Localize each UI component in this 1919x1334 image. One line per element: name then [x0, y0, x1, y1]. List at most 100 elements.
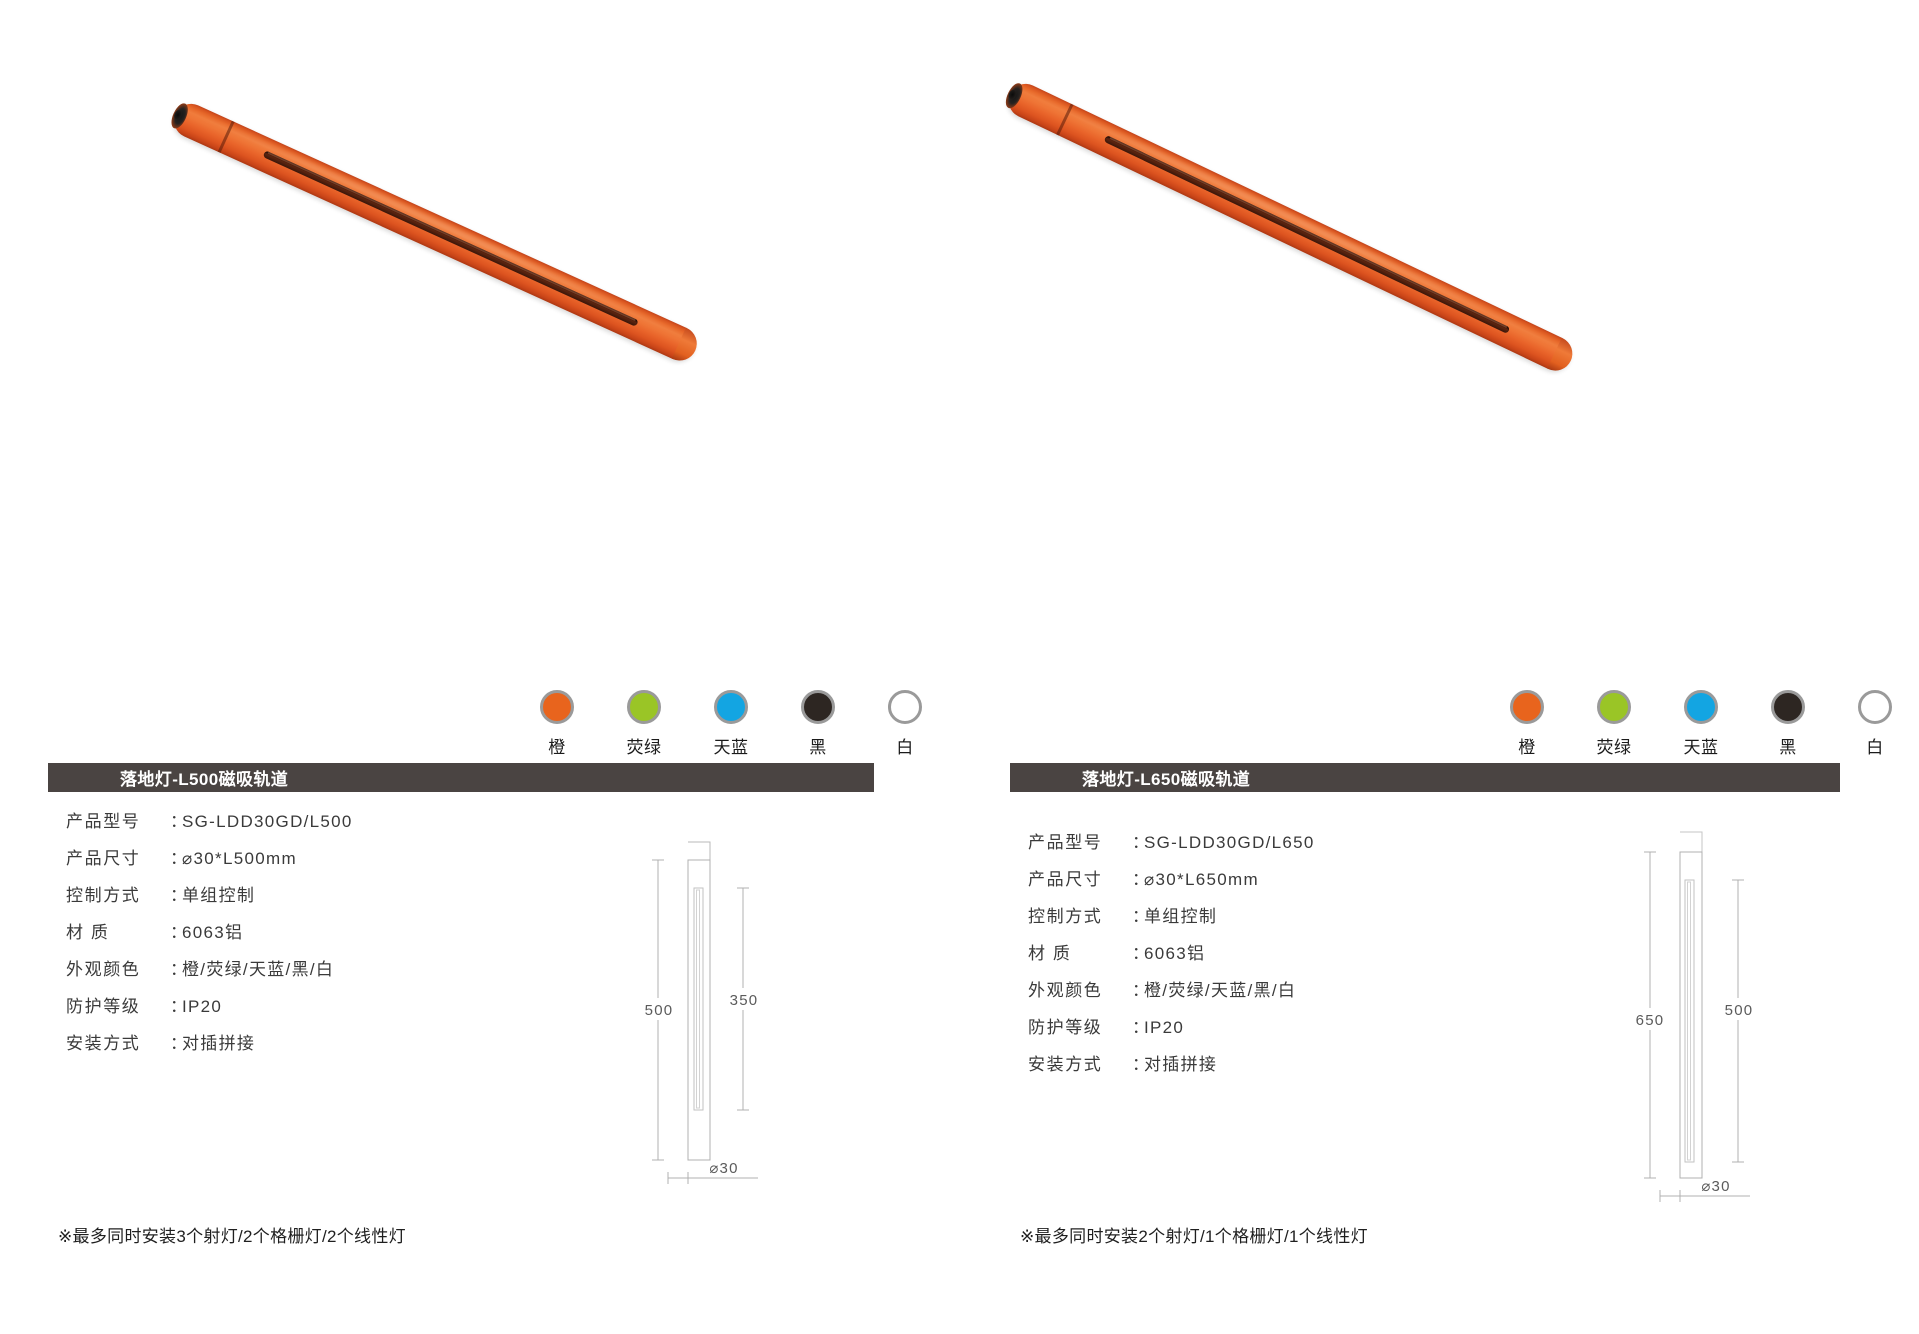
swatch-label-black: 黑: [1779, 738, 1797, 757]
spec-value-model: SG-LDD30GD/L650: [1144, 833, 1315, 852]
spec-key-color: 外观颜色: [1028, 981, 1103, 1000]
spec-key-color: 外观颜色: [66, 960, 141, 979]
technical-drawing-l650: 650 500 ⌀30: [1620, 830, 1830, 1210]
spec-row-ip: 防护等级 ： IP20: [1028, 1013, 1315, 1038]
spec-row-install: 安装方式 ： 对插拼接: [66, 1029, 353, 1054]
dim-slot-length-l650: 500: [1725, 1002, 1754, 1019]
swatch-dot-white: [1858, 690, 1892, 724]
spec-row-material: 材 质 ： 6063铝: [66, 918, 353, 943]
swatch-dot-skyblue: [1684, 690, 1718, 724]
spec-key-ip: 防护等级: [66, 997, 141, 1016]
swatch-dot-black: [801, 690, 835, 724]
spec-key-size: 产品尺寸: [1028, 870, 1103, 889]
tube-base-bore: [1007, 88, 1018, 101]
swatch-label-lime: 荧绿: [626, 738, 662, 757]
spec-key-model: 产品型号: [1028, 833, 1103, 852]
spec-key-material: 材 质: [1028, 944, 1072, 963]
dim-diameter-l500: ⌀30: [709, 1160, 738, 1177]
swatch-dot-orange: [540, 690, 574, 724]
spec-value-material: 6063铝: [1144, 944, 1206, 963]
spec-colon: ：: [1132, 1055, 1149, 1074]
spec-value-model: SG-LDD30GD/L500: [182, 812, 353, 831]
swatch-orange[interactable]: 橙: [530, 690, 584, 758]
panel-l650: 橙 荧绿 天蓝 黑 白 落地灯-L650磁吸轨道: [960, 0, 1919, 1334]
swatch-orange[interactable]: 橙: [1500, 690, 1554, 758]
spec-row-color: 外观颜色 ： 橙/荧绿/天蓝/黑/白: [1028, 976, 1315, 1001]
spec-colon: ：: [170, 886, 187, 905]
footnote-l500: ※最多同时安装3个射灯/2个格栅灯/2个线性灯: [58, 1227, 406, 1246]
dim-total-length-l650: 650: [1636, 1012, 1665, 1029]
swatch-label-lime: 荧绿: [1596, 738, 1632, 757]
spec-colon: ：: [1132, 833, 1149, 852]
swatch-label-skyblue: 天蓝: [713, 738, 749, 757]
swatch-skyblue[interactable]: 天蓝: [704, 690, 758, 758]
spec-colon: ：: [1132, 907, 1149, 926]
dim-total-length-l500: 500: [645, 1002, 674, 1019]
footnote-l650: ※最多同时安装2个射灯/1个格栅灯/1个线性灯: [1020, 1227, 1368, 1246]
spec-row-size: 产品尺寸 ： ⌀30*L650mm: [1028, 865, 1315, 890]
swatch-skyblue[interactable]: 天蓝: [1674, 690, 1728, 758]
swatch-dot-lime: [627, 690, 661, 724]
spec-colon: ：: [170, 849, 187, 868]
spec-colon: ：: [1132, 1018, 1149, 1037]
spec-key-size: 产品尺寸: [66, 849, 141, 868]
spec-value-install: 对插拼接: [182, 1034, 256, 1053]
spec-list-l650: 产品型号 ： SG-LDD30GD/L650 产品尺寸 ： ⌀30*L650mm…: [1028, 828, 1315, 1087]
tube-base-cap: [1002, 80, 1026, 111]
product-tube-image: [168, 98, 703, 367]
spec-value-ip: IP20: [182, 997, 223, 1016]
spec-value-ip: IP20: [1144, 1018, 1185, 1037]
tube-top-cap: [671, 327, 703, 367]
panel-title-bar-l650: 落地灯-L650磁吸轨道: [1010, 763, 1840, 792]
swatch-label-skyblue: 天蓝: [1683, 738, 1719, 757]
spec-value-size: ⌀30*L500mm: [182, 849, 297, 868]
dim-slot-length-l500: 350: [730, 992, 759, 1009]
swatch-dot-skyblue: [714, 690, 748, 724]
spec-row-ip: 防护等级 ： IP20: [66, 992, 353, 1017]
spec-colon: ：: [170, 997, 187, 1016]
tube-highlight: [188, 107, 690, 340]
spec-list-l500: 产品型号 ： SG-LDD30GD/L500 产品尺寸 ： ⌀30*L500mm…: [66, 807, 353, 1066]
swatch-dot-white: [888, 690, 922, 724]
spec-colon: ：: [1132, 981, 1149, 1000]
panel-l500: 橙 荧绿 天蓝 黑 白 落地灯-L500磁吸轨道: [48, 98, 932, 1246]
swatch-lime[interactable]: 荧绿: [617, 690, 671, 758]
tube-body: [1002, 78, 1579, 377]
tube-base-cap: [168, 100, 192, 131]
spec-row-color: 外观颜色 ： 橙/荧绿/天蓝/黑/白: [66, 955, 353, 980]
spec-key-ip: 防护等级: [1028, 1018, 1103, 1037]
swatch-black[interactable]: 黑: [1761, 690, 1815, 758]
swatch-black[interactable]: 黑: [791, 690, 845, 758]
spec-key-model: 产品型号: [66, 812, 141, 831]
swatch-lime[interactable]: 荧绿: [1587, 690, 1641, 758]
color-swatch-row-l650: 橙 荧绿 天蓝 黑 白: [1500, 690, 1902, 758]
swatch-white[interactable]: 白: [1848, 690, 1902, 758]
panel-title-bar-l500: 落地灯-L500磁吸轨道: [48, 763, 874, 792]
swatch-label-orange: 橙: [1518, 738, 1536, 757]
spec-row-material: 材 质 ： 6063铝: [1028, 939, 1315, 964]
tube-top-cap: [1547, 337, 1579, 377]
spec-key-material: 材 质: [66, 923, 110, 942]
swatch-label-orange: 橙: [548, 738, 566, 757]
spec-value-color: 橙/荧绿/天蓝/黑/白: [1144, 981, 1297, 1000]
spec-key-install: 安装方式: [1028, 1055, 1103, 1074]
dim-diameter-l650: ⌀30: [1701, 1178, 1730, 1195]
swatch-dot-lime: [1597, 690, 1631, 724]
color-swatch-row-l500: 橙 荧绿 天蓝 黑 白: [530, 690, 932, 758]
tube-highlight: [1024, 87, 1564, 349]
spec-value-install: 对插拼接: [1144, 1055, 1218, 1074]
technical-drawing-l500: 500 350 ⌀30: [630, 830, 830, 1190]
spec-value-color: 橙/荧绿/天蓝/黑/白: [182, 960, 335, 979]
spec-row-control: 控制方式 ： 单组控制: [66, 881, 353, 906]
swatch-label-white: 白: [1866, 738, 1884, 757]
spec-colon: ：: [170, 1034, 187, 1053]
spec-value-control: 单组控制: [182, 886, 256, 905]
spec-colon: ：: [1132, 870, 1149, 889]
spec-value-size: ⌀30*L650mm: [1144, 870, 1259, 889]
product-photo-l650: [960, 60, 1919, 530]
spec-row-install: 安装方式 ： 对插拼接: [1028, 1050, 1315, 1075]
spec-row-size: 产品尺寸 ： ⌀30*L500mm: [66, 844, 353, 869]
spec-row-control: 控制方式 ： 单组控制: [1028, 902, 1315, 927]
swatch-white[interactable]: 白: [878, 690, 932, 758]
